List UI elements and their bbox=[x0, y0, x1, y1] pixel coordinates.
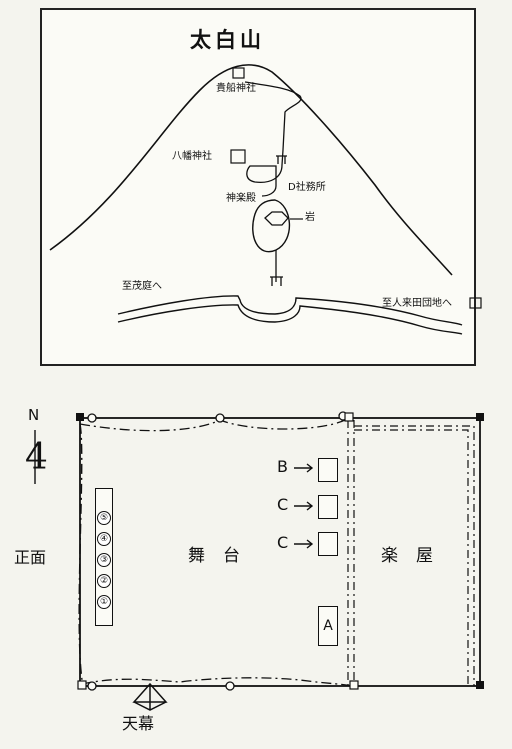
label-iwa: 岩 bbox=[305, 212, 315, 223]
label-to-mosaniwa: 至茂庭へ bbox=[122, 281, 162, 292]
corner-post bbox=[344, 412, 354, 422]
shamusho-path bbox=[246, 164, 283, 197]
post-marker bbox=[215, 413, 225, 423]
front-label: 正面 bbox=[14, 548, 47, 567]
label-hachiman-jinja: 八幡神社 bbox=[172, 151, 212, 162]
stage-gakuya-divider bbox=[347, 420, 355, 686]
hachiman-shrine-icon bbox=[230, 149, 246, 164]
left-curtain-line bbox=[78, 423, 83, 681]
label-kagura-den: 神楽殿 bbox=[226, 193, 256, 204]
corner-post bbox=[77, 680, 87, 690]
kagura-den-loop bbox=[252, 199, 291, 253]
tent-icon bbox=[132, 682, 168, 711]
sequence-item: ④ bbox=[97, 532, 111, 546]
north-letter: N bbox=[28, 406, 40, 424]
position-c1-box bbox=[318, 495, 338, 519]
map-frame bbox=[40, 8, 476, 366]
top-curtain-line bbox=[79, 419, 346, 432]
arrow-b-icon bbox=[294, 463, 314, 473]
torii-icon-lower bbox=[270, 276, 283, 286]
stage-label: 舞台 bbox=[188, 546, 258, 566]
corner-post bbox=[76, 413, 84, 421]
post-marker bbox=[87, 413, 97, 423]
sequence-item: ⑤ bbox=[97, 511, 111, 525]
sequence-item: ② bbox=[97, 574, 111, 588]
bottom-curtain-line bbox=[81, 677, 353, 687]
sequence-panel: ⑤ ④ ③ ② ① bbox=[95, 488, 113, 626]
post-marker bbox=[225, 681, 235, 691]
marker-c2-label: C bbox=[277, 533, 289, 552]
marker-c1-label: C bbox=[277, 495, 289, 514]
gakuya-label: 楽屋 bbox=[381, 546, 451, 566]
corner-post bbox=[476, 413, 484, 421]
arrow-c2-icon bbox=[294, 539, 314, 549]
label-shamusho: D社務所 bbox=[288, 182, 326, 193]
position-b-box bbox=[318, 458, 338, 482]
marker-b-label: B bbox=[277, 457, 288, 476]
north-mark: 4 bbox=[25, 437, 48, 478]
road-lower bbox=[117, 304, 463, 335]
position-a-box: A bbox=[318, 606, 338, 646]
label-kifune-jinja: 貴船神社 bbox=[216, 83, 256, 94]
post-marker bbox=[87, 681, 97, 691]
tenmaku-label: 天幕 bbox=[122, 714, 155, 733]
mountain-outline bbox=[49, 64, 453, 276]
road-upper bbox=[117, 295, 463, 326]
summit-path bbox=[244, 81, 302, 166]
label-to-jinraida: 至人来田団地へ bbox=[382, 298, 452, 309]
sequence-item: ③ bbox=[97, 553, 111, 567]
arrow-c1-icon bbox=[294, 501, 314, 511]
corner-post bbox=[476, 681, 484, 689]
position-c2-box bbox=[318, 532, 338, 556]
gakuya-curtain bbox=[354, 425, 475, 686]
sequence-item: ① bbox=[97, 595, 111, 609]
danchi-icon bbox=[469, 297, 482, 309]
rock-hexagon-icon bbox=[264, 211, 289, 226]
map-title: 太白山 bbox=[190, 28, 265, 52]
torii-icon-upper bbox=[276, 155, 287, 164]
kifune-shrine-icon bbox=[232, 67, 245, 79]
corner-post bbox=[349, 680, 359, 690]
